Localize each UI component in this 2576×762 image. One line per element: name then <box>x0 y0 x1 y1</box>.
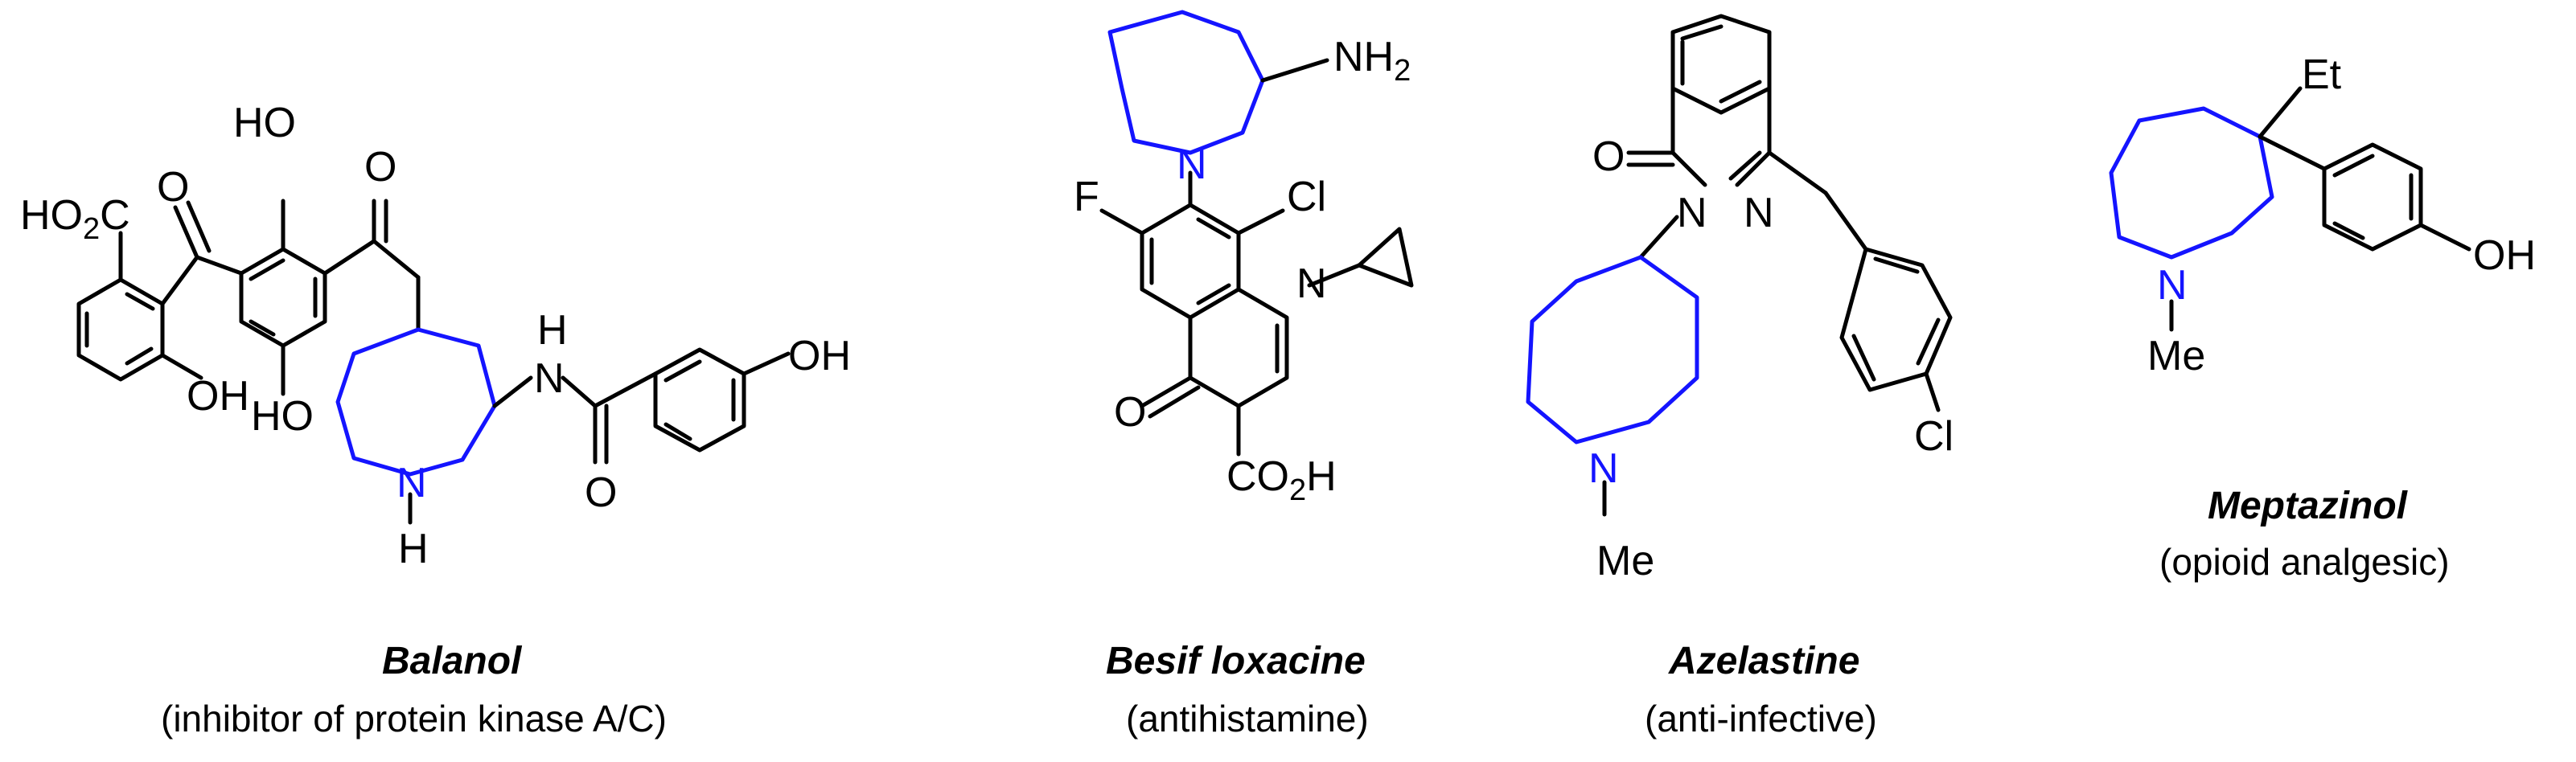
balanol-amide-h-label: H <box>537 307 568 354</box>
meptazinol-structure: Et N Me OH Meptazinol (opioid analgesic) <box>2109 51 2536 583</box>
meptazinol-oh-label: OH <box>2473 232 2536 279</box>
azelastine-structure: O N N N Me Cl Azelastine (anti-infective… <box>1526 14 1954 739</box>
azelastine-ring-n-label: N <box>1588 445 1619 492</box>
azelastine-n1-label: N <box>1677 190 1707 236</box>
balanol-amide-o-label: O <box>585 469 617 516</box>
balanol-benzoic-ring-double-bonds <box>84 292 155 366</box>
azelastine-description: (anti-infective) <box>1645 698 1877 739</box>
balanol-central-ring <box>239 247 327 348</box>
balanol-amide-n-label: N <box>534 355 565 402</box>
balanol-ketone2-o-label: O <box>364 144 396 190</box>
balanol-oh-bottom-label: OH <box>187 373 249 420</box>
meptazinol-name: Meptazinol <box>2208 485 2409 527</box>
balanol-name: Balanol <box>382 640 523 682</box>
balanol-phenol-ring <box>653 347 746 453</box>
besifloxacine-name: Besif loxacine <box>1106 640 1366 682</box>
besifloxacine-nh2-label: NH2 <box>1333 34 1411 88</box>
besifloxacine-cyclopropyl <box>1357 227 1414 288</box>
besifloxacine-f-label: F <box>1074 174 1099 220</box>
meptazinol-description: (opioid analgesic) <box>2159 541 2450 583</box>
besifloxacine-keto-o-label: O <box>1114 389 1146 436</box>
azelastine-o-label: O <box>1592 133 1625 180</box>
azelastine-chlorophenyl-ring <box>1839 247 1953 392</box>
azelastine-n2-label: N <box>1744 190 1774 236</box>
balanol-ketone1-o-label: O <box>157 164 189 211</box>
besifloxacine-benzene-ring <box>1140 203 1241 320</box>
meptazinol-phenol-ring <box>2322 142 2423 252</box>
azelastine-cl-label: Cl <box>1914 413 1954 460</box>
balanol-carboxyl-label: HO2C <box>20 192 130 246</box>
balanol-ring-h-label: H <box>398 526 429 572</box>
balanol-ring-n-label: N <box>396 460 427 506</box>
azelastine-benzo-ring <box>1670 14 1772 115</box>
besifloxacine-ring-n-label: N <box>1177 141 1207 188</box>
azelastine-name: Azelastine <box>1668 640 1859 682</box>
balanol-ho-top-label: HO <box>233 100 296 146</box>
besifloxacine-azepane-ring <box>1107 10 1265 155</box>
balanol-description: (inhibitor of protein kinase A/C) <box>161 698 667 739</box>
azelastine-me-label: Me <box>1596 538 1654 584</box>
balanol-benzoic-ring <box>76 277 165 382</box>
besifloxacine-co2h-label: CO2H <box>1226 453 1337 507</box>
besifloxacine-quinolone-n-label: N <box>1296 260 1327 307</box>
besifloxacine-pyridone-ring <box>1188 287 1289 408</box>
meptazinol-ring-n-label: N <box>2157 262 2188 309</box>
besifloxacine-cl-label: Cl <box>1287 174 1326 220</box>
balanol-ho-mid-label: HO <box>251 393 314 440</box>
meptazinol-et-label: Et <box>2302 51 2342 98</box>
besifloxacine-structure: NH2 N F Cl N O CO2H Besif loxacine (anti… <box>1074 10 1414 739</box>
meptazinol-me-label: Me <box>2147 333 2205 379</box>
balanol-phenol-oh-label: OH <box>788 333 851 379</box>
besifloxacine-description: (antihistamine) <box>1126 698 1369 739</box>
meptazinol-azepane-ring <box>2109 106 2274 260</box>
balanol-structure: HO2C O HO O HO OH H N N H O OH Balanol (… <box>20 100 851 739</box>
azelastine-azepane-ring <box>1526 255 1699 444</box>
balanol-azepane-ring <box>335 327 497 477</box>
